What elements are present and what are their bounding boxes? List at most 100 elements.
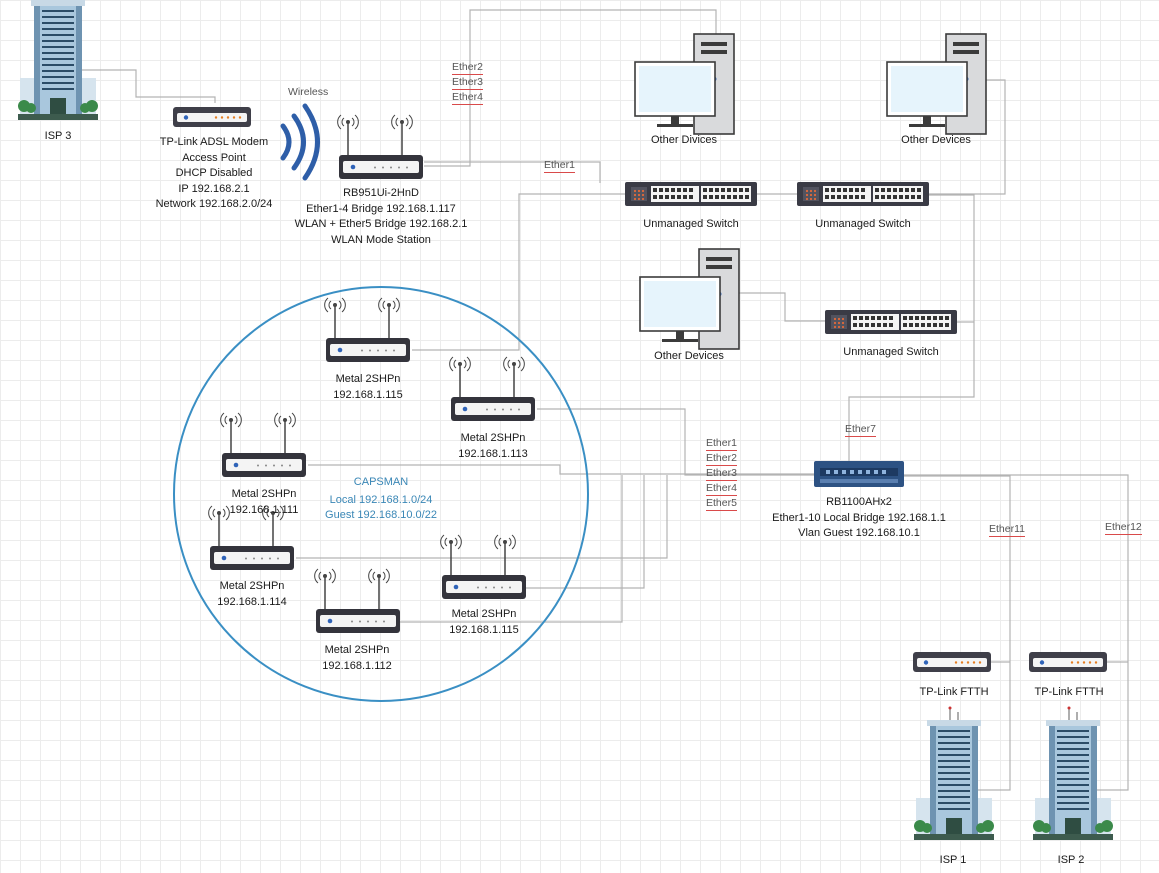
link-isp3-modem	[75, 69, 216, 103]
switch-1-label: Unmanaged Switch	[643, 218, 739, 230]
port-label: Ether4	[706, 482, 737, 496]
port-label: Ether5	[706, 497, 737, 511]
ap-name: Metal 2SHPn	[231, 488, 297, 500]
rb951-label: RB951Ui-2HnD Ether1-4 Bridge 192.168.1.1…	[286, 186, 476, 248]
port-label: Ether2	[452, 61, 483, 75]
isp2-building-icon	[1032, 705, 1114, 841]
ap-ip: 192.168.1.111	[229, 503, 299, 516]
ap-111-label: Metal 2SHPn 192.168.1.111	[214, 487, 314, 518]
ftth-2-label: TP-Link FTTH	[1034, 686, 1104, 698]
wireless-label: Wireless	[288, 86, 329, 98]
link-ap112	[400, 475, 623, 623]
rb1100-label: RB1100AHx2 Ether1-10 Local Bridge 192.16…	[754, 495, 964, 542]
ap-111-antennas-icon	[219, 412, 297, 454]
ap-114-icon	[210, 546, 294, 570]
rb951-line: Ether1-4 Bridge 192.168.1.117	[306, 202, 456, 215]
capsman-line: CAPSMAN	[353, 476, 409, 488]
ap-113-label: Metal 2SHPn 192.168.1.113	[443, 431, 543, 462]
ap-112-icon	[316, 609, 400, 633]
ap-name: Metal 2SHPn	[219, 580, 285, 592]
port-label: Ether4	[452, 91, 483, 105]
port-label: Ether11	[989, 523, 1025, 537]
link-rb951-sw1	[424, 161, 601, 183]
ap-115a-label: Metal 2SHPn 192.168.1.115	[318, 372, 418, 403]
ftth-1-label: TP-Link FTTH	[919, 686, 989, 698]
ether12-label: Ether12	[1105, 520, 1142, 535]
modem-line: Network 192.168.2.0/24	[155, 198, 273, 210]
ap-115a-icon	[326, 338, 410, 362]
link-ap111	[308, 464, 815, 475]
ap-112-antennas-icon	[313, 568, 391, 610]
ap-113-icon	[451, 397, 535, 421]
ether7-label: Ether7	[845, 422, 876, 437]
rb1100-ports-left: Ether1 Ether2 Ether3 Ether4 Ether5	[706, 436, 737, 511]
rb1100-line: Ether1-10 Local Bridge 192.168.1.1	[772, 511, 946, 524]
ap-ip: 192.168.1.113	[458, 447, 528, 460]
rb951-line: WLAN Mode Station	[331, 233, 431, 246]
ap-name: Metal 2SHPn	[335, 373, 401, 385]
link-rb951-pc1	[424, 9, 717, 167]
isp1-building-icon	[913, 705, 995, 841]
switch-2-label: Unmanaged Switch	[815, 218, 911, 230]
ap-113-antennas-icon	[448, 356, 526, 398]
rb951-antennas-icon	[336, 114, 414, 156]
computer-1-label: Other Divices	[650, 134, 718, 146]
rb951-line: WLAN + Ether5 Bridge 192.168.2.1	[294, 218, 468, 230]
port-label: Ether1	[544, 159, 575, 173]
modem-line: DHCP Disabled	[175, 167, 253, 179]
port-label: Ether2	[706, 452, 737, 466]
modem-label: TP-Link ADSL Modem Access Point DHCP Dis…	[136, 135, 292, 213]
ftth-2-icon	[1029, 652, 1107, 672]
link-rb1100-isp1	[904, 475, 1011, 791]
computer-2-label: Other Devices	[901, 134, 971, 146]
rb951-ports: Ether2 Ether3 Ether4	[452, 60, 483, 105]
ap-115b-icon	[442, 575, 526, 599]
switch-2-icon	[797, 182, 929, 206]
ap-112-label: Metal 2SHPn 192.168.1.112	[307, 643, 407, 674]
link-sw1-ap115a	[412, 193, 627, 351]
port-label: Ether12	[1105, 521, 1142, 535]
ether11-label: Ether11	[989, 522, 1025, 537]
isp3-label: ISP 3	[44, 130, 72, 142]
link-sw2-rb1100	[848, 194, 975, 465]
link-rb1100-isp2	[904, 474, 1129, 791]
link-sw2-pc2	[928, 79, 1006, 195]
switch-3-icon	[825, 310, 957, 334]
ap-name: Metal 2SHPn	[324, 644, 390, 656]
rb951-line: RB951Ui-2HnD	[343, 187, 419, 199]
ap-ip: 192.168.1.115	[449, 623, 519, 636]
switch-1-icon	[625, 182, 757, 206]
port-label: Ether7	[845, 423, 876, 437]
capsman-circle	[173, 286, 589, 702]
rb1100-line: Vlan Guest 192.168.10.1	[798, 527, 920, 539]
computer-3-label: Other Devices	[654, 350, 724, 362]
ap-name: Metal 2SHPn	[460, 432, 526, 444]
capsman-label: CAPSMAN Local 192.168.1.0/24 Guest 192.1…	[311, 475, 451, 524]
adsl-modem-icon	[173, 107, 251, 127]
modem-line: IP 192.168.2.1	[178, 182, 250, 195]
modem-line: Access Point	[182, 151, 246, 164]
rb1100-line: RB1100AHx2	[826, 496, 892, 508]
capsman-line: Guest 192.168.10.0/22	[325, 509, 437, 521]
ap-name: Metal 2SHPn	[451, 608, 517, 620]
switch-3-label: Unmanaged Switch	[843, 346, 939, 358]
port-label: Ether1	[706, 437, 737, 451]
ether1-top-label: Ether1	[544, 158, 575, 173]
rb951-router-icon	[339, 155, 423, 179]
capsman-line: Local 192.168.1.0/24	[329, 493, 433, 506]
wifi-arcs-icon	[280, 103, 320, 181]
port-label: Ether3	[452, 76, 483, 90]
ap-115a-antennas-icon	[323, 297, 401, 339]
ap-111-icon	[222, 453, 306, 477]
ftth-1-icon	[913, 652, 991, 672]
ap-114-label: Metal 2SHPn 192.168.1.114	[202, 579, 302, 610]
ap-ip: 192.168.1.112	[322, 659, 392, 672]
ap-115b-label: Metal 2SHPn 192.168.1.115	[434, 607, 534, 638]
computer-2-icon	[886, 33, 987, 135]
port-label: Ether3	[706, 467, 737, 481]
computer-3-icon	[639, 248, 740, 350]
computer-1-icon	[634, 33, 735, 135]
link-ap113	[537, 408, 815, 476]
isp2-label: ISP 2	[1057, 854, 1085, 866]
ap-ip: 192.168.1.115	[333, 388, 403, 401]
